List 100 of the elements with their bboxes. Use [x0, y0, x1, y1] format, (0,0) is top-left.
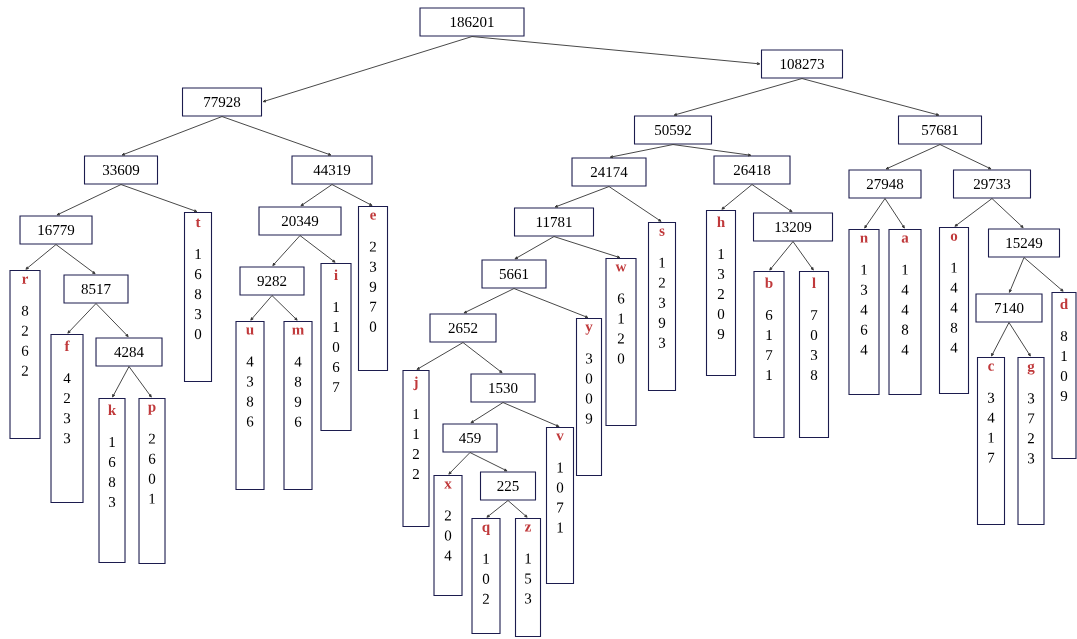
arrow [939, 144, 992, 170]
leaf-box: b 6171 [753, 271, 785, 439]
leaf-box: j 1122 [402, 370, 430, 528]
arrow [67, 303, 97, 334]
leaf-box: n 13464 [848, 229, 880, 396]
leaf-box: x 204 [433, 475, 463, 597]
leaf-box: u 4386 [235, 321, 265, 491]
arrow [792, 241, 814, 271]
leaf-box: l 7038 [798, 271, 830, 439]
arrow [514, 236, 555, 260]
arrow [553, 236, 621, 259]
leaf-box: d 8109 [1051, 292, 1077, 460]
arrow [864, 198, 886, 229]
leaf-box: v 1071 [545, 427, 575, 585]
arrow [221, 116, 332, 156]
number-box: 33609 [83, 155, 159, 185]
arrow [885, 144, 941, 170]
arrow [1023, 257, 1064, 292]
leaf-box: f 4233 [50, 334, 84, 504]
arrow [954, 198, 993, 227]
number-box: 8517 [63, 274, 129, 304]
arrow [120, 184, 198, 213]
leaf-box: m 4896 [283, 321, 313, 491]
number-box: 13209 [752, 212, 834, 242]
arrow [300, 184, 333, 207]
arrow [470, 402, 504, 424]
arrow [469, 452, 508, 472]
arrow [507, 500, 528, 518]
number-box: 5661 [481, 259, 547, 289]
arrow [502, 402, 560, 427]
arrow [486, 500, 509, 518]
arrow [884, 198, 905, 229]
arrow [95, 303, 129, 338]
number-box: 24174 [571, 157, 647, 187]
number-box: 57681 [897, 115, 983, 145]
leaf-box: w 6120 [605, 258, 637, 427]
number-box: 186201 [419, 7, 525, 37]
arrow [448, 452, 471, 475]
leaf-box: e 23970 [357, 206, 389, 372]
arrow [272, 235, 301, 267]
arrow [1008, 322, 1031, 357]
arrow [801, 78, 940, 116]
arrow [128, 366, 152, 398]
number-box: 7140 [975, 293, 1043, 323]
number-box: 27948 [848, 169, 922, 199]
arrow [331, 184, 373, 206]
arrow [416, 342, 464, 370]
arrow [462, 342, 503, 374]
arrow [751, 184, 793, 213]
number-box: 44319 [291, 155, 373, 185]
number-box: 16779 [19, 215, 93, 245]
arrow [673, 78, 803, 116]
arrow [513, 288, 589, 319]
arrow [250, 295, 273, 321]
arrow [56, 184, 122, 216]
leaf-box: c 3417 [976, 357, 1006, 526]
number-box: 26418 [713, 155, 791, 185]
arrow [991, 322, 1010, 357]
leaf-box: a 14484 [888, 229, 922, 396]
leaf-box: s 12393 [647, 222, 677, 392]
leaf-box: t 16830 [183, 212, 213, 383]
arrow [55, 244, 96, 275]
arrow [262, 36, 473, 103]
leaf-box: q 102 [471, 518, 501, 635]
leaf-box: o 14484 [938, 227, 970, 395]
arrow [672, 144, 752, 157]
leaf-box: i 11067 [320, 263, 352, 432]
leaf-box: g 3723 [1017, 357, 1045, 526]
arrow [721, 184, 753, 210]
arrow [471, 36, 761, 66]
number-box: 459 [442, 423, 498, 453]
number-box: 20349 [258, 206, 342, 236]
arrow [1009, 257, 1025, 293]
number-box: 29733 [952, 169, 1032, 199]
arrow [25, 244, 57, 270]
number-box: 2652 [429, 313, 497, 343]
arrow [609, 144, 674, 159]
arrow [299, 235, 336, 263]
leaf-box: z 153 [514, 518, 542, 638]
leaf-box: h 13209 [705, 210, 737, 377]
number-box: 4284 [95, 337, 163, 367]
arrow [991, 198, 1024, 229]
arrow [271, 295, 298, 321]
number-box: 77928 [181, 87, 263, 117]
number-box: 11781 [513, 207, 595, 237]
leaf-box: r 8262 [9, 270, 41, 440]
arrow [554, 186, 610, 208]
number-box: 50592 [633, 115, 713, 145]
arrow [769, 241, 794, 271]
arrow [112, 366, 130, 398]
leaf-box: p 2601 [138, 398, 166, 565]
number-box: 225 [479, 471, 537, 501]
number-box: 9282 [239, 266, 305, 296]
arrow [121, 116, 223, 156]
number-box: 15249 [987, 228, 1061, 258]
leaf-box: k 1683 [98, 398, 126, 564]
number-box: 108273 [760, 49, 844, 79]
leaf-box: y 3009 [575, 318, 603, 477]
number-box: 1530 [470, 373, 536, 403]
arrow [463, 288, 515, 314]
